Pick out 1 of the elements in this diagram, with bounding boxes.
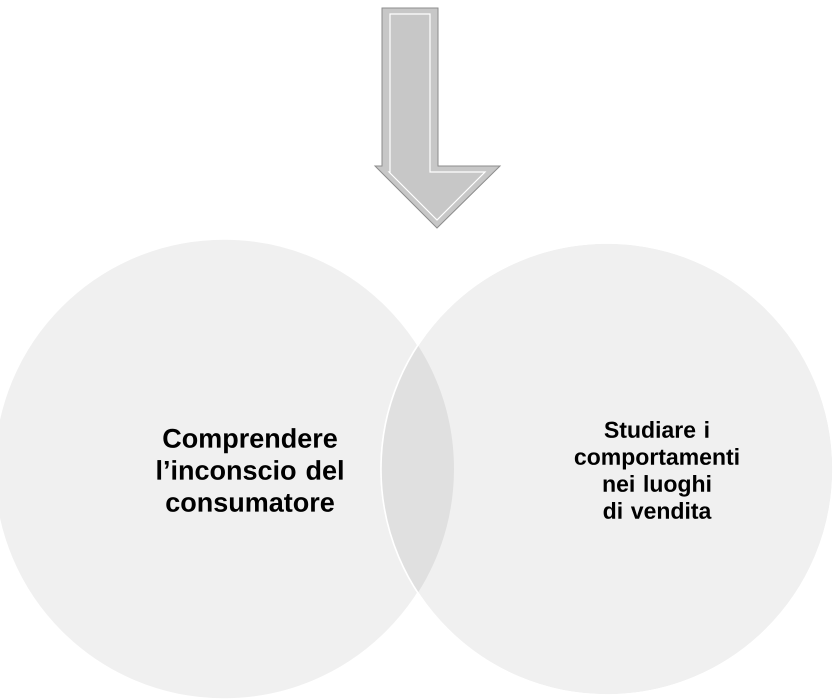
node-label: Studiare i comportamenti nei luoghi di vendita (574, 421, 738, 519)
